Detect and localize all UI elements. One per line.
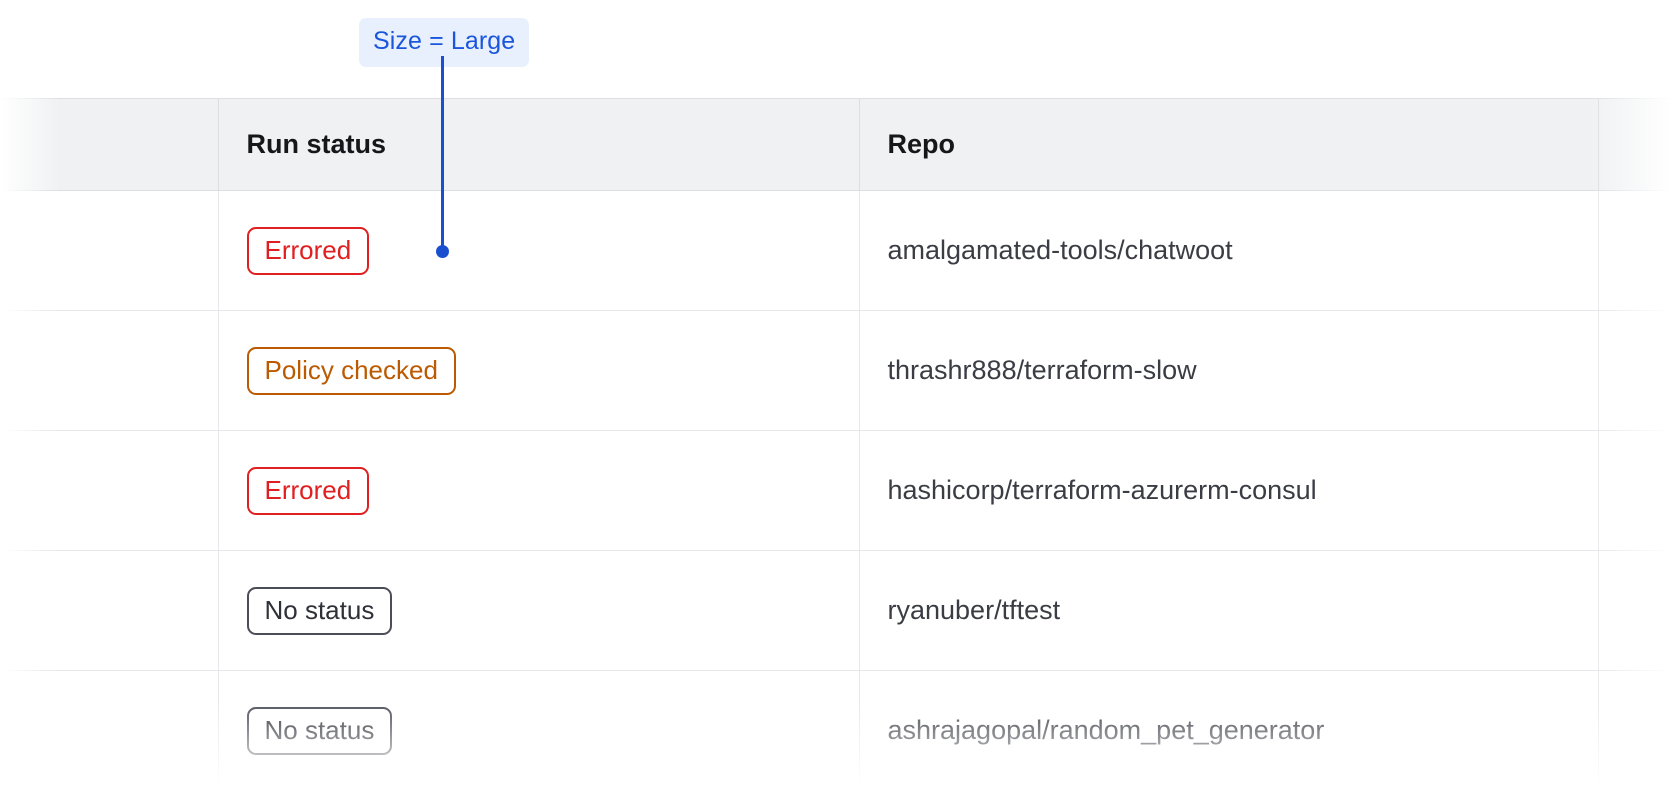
repo-cell: hashicorp/terraform-azurerm-consul	[859, 430, 1599, 551]
repo-name[interactable]: ashrajagopal/random_pet_generator	[887, 715, 1325, 745]
repo-name[interactable]: hashicorp/terraform-azurerm-consul	[887, 475, 1317, 505]
status-badge-label: Errored	[264, 234, 352, 265]
table-header-row: Run status Repo	[0, 98, 1672, 191]
runs-table-container: Run status Repo Errored amalgamated-tools…	[0, 98, 1672, 788]
column-header-extra[interactable]	[1598, 98, 1672, 191]
extra-cell	[1598, 550, 1672, 671]
status-badge-label: Errored	[264, 474, 352, 505]
extra-cell	[1598, 310, 1672, 431]
status-badge[interactable]: Errored	[246, 466, 370, 515]
row-select-cell[interactable]	[0, 190, 219, 311]
table-row[interactable]: Policy checked thrashr888/terraform-slow	[0, 310, 1672, 431]
table-row[interactable]: No status ashrajagopal/random_pet_generat…	[0, 670, 1672, 788]
extra-cell	[1598, 430, 1672, 551]
column-header-select[interactable]	[0, 98, 219, 191]
runs-table: Run status Repo Errored amalgamated-tools…	[0, 98, 1672, 788]
run-status-cell: No status	[218, 550, 860, 671]
status-badge[interactable]: Policy checked	[246, 346, 456, 395]
run-status-cell: Policy checked	[218, 310, 860, 431]
annotation-callout: Size = Large	[359, 18, 530, 67]
repo-cell: ryanuber/tftest	[859, 550, 1599, 671]
repo-cell: thrashr888/terraform-slow	[859, 310, 1599, 431]
status-badge-label: No status	[264, 594, 375, 625]
repo-name[interactable]: thrashr888/terraform-slow	[887, 355, 1197, 385]
status-badge[interactable]: No status	[246, 706, 393, 755]
repo-name[interactable]: ryanuber/tftest	[887, 595, 1061, 625]
table-row[interactable]: Errored amalgamated-tools/chatwoot	[0, 190, 1672, 311]
row-select-cell[interactable]	[0, 670, 219, 788]
row-select-cell[interactable]	[0, 430, 219, 551]
run-status-cell: Errored	[218, 430, 860, 551]
annotation-leader-line	[441, 56, 444, 252]
extra-cell	[1598, 190, 1672, 311]
annotation-chip-label: Size = Large	[359, 18, 530, 67]
table-row[interactable]: No status ryanuber/tftest	[0, 550, 1672, 671]
repo-cell: amalgamated-tools/chatwoot	[859, 190, 1599, 311]
status-badge[interactable]: No status	[246, 586, 393, 635]
row-select-cell[interactable]	[0, 310, 219, 431]
status-badge[interactable]: Errored	[246, 226, 370, 275]
extra-cell	[1598, 670, 1672, 788]
table-header: Run status Repo	[0, 98, 1672, 191]
column-header-repo[interactable]: Repo	[859, 98, 1599, 191]
annotation-leader-dot	[436, 245, 449, 258]
status-badge-label: No status	[264, 714, 375, 745]
run-status-cell: Errored	[218, 190, 860, 311]
column-header-run-status[interactable]: Run status	[218, 98, 860, 191]
status-badge-label: Policy checked	[264, 354, 438, 385]
run-status-cell: No status	[218, 670, 860, 788]
repo-cell: ashrajagopal/random_pet_generator	[859, 670, 1599, 788]
repo-name[interactable]: amalgamated-tools/chatwoot	[887, 235, 1233, 265]
row-select-cell[interactable]	[0, 550, 219, 671]
table-row[interactable]: Errored hashicorp/terraform-azurerm-consu…	[0, 430, 1672, 551]
